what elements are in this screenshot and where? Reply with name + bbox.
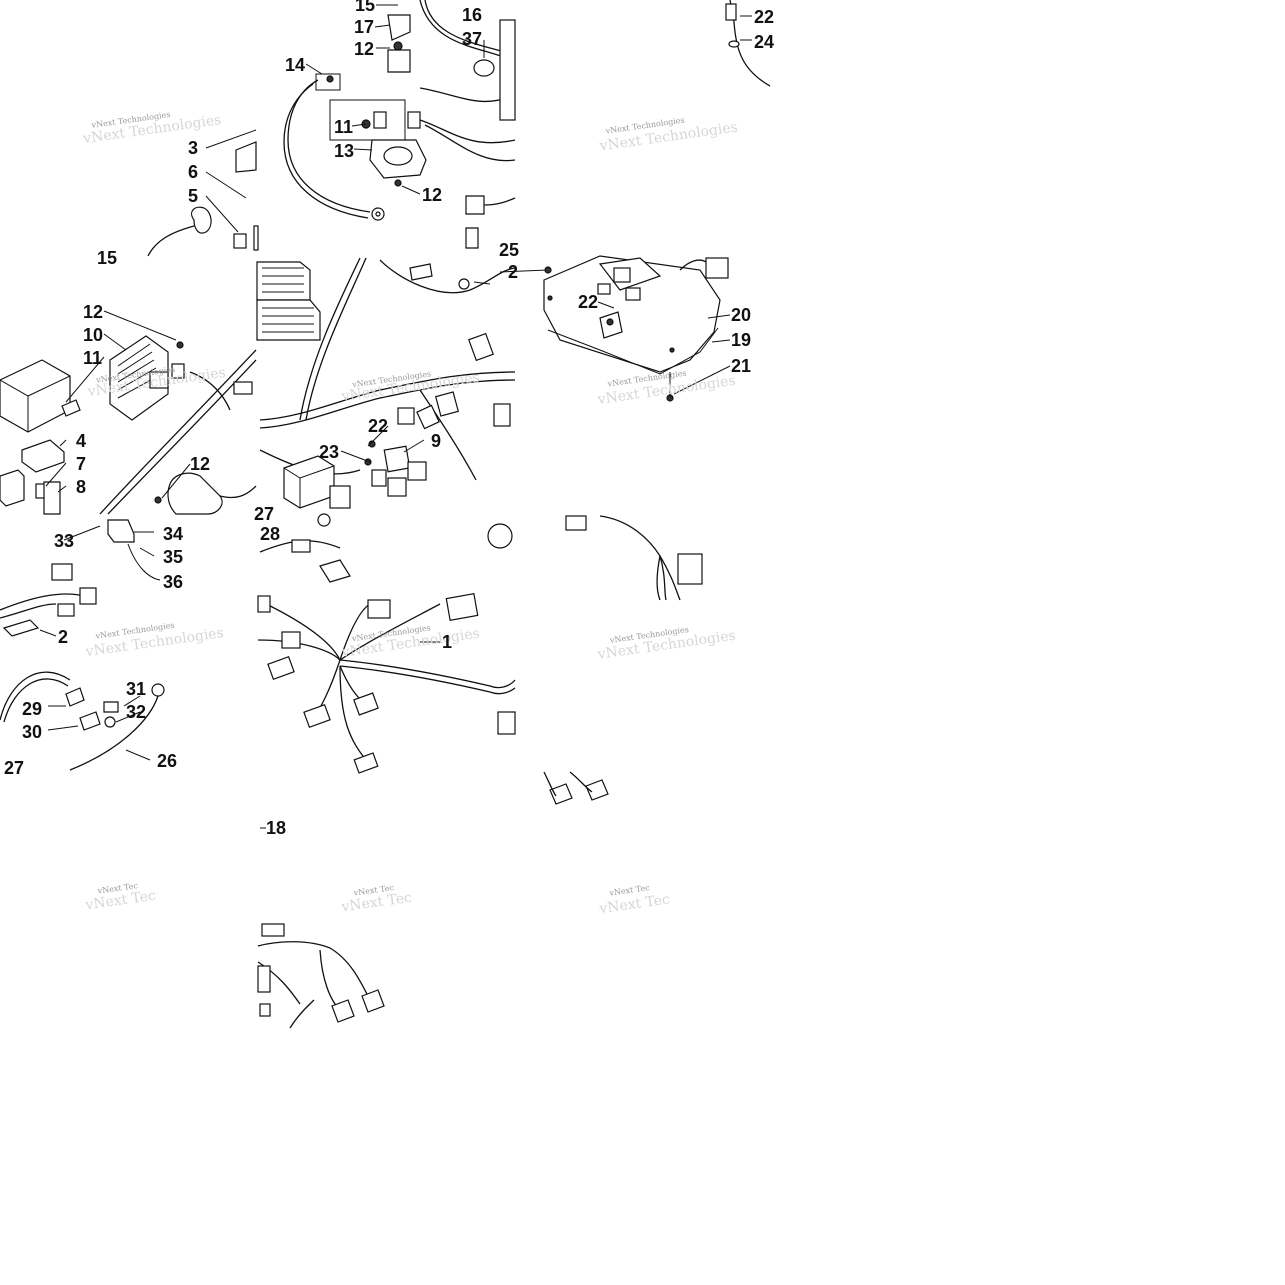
callout-label: 37 bbox=[462, 29, 482, 49]
callout-label: 28 bbox=[260, 524, 280, 544]
callout-label: 19 bbox=[731, 330, 751, 350]
callout-label: 35 bbox=[163, 547, 183, 567]
callout-label: 1 bbox=[442, 632, 452, 652]
callout-label: 18 bbox=[266, 818, 286, 838]
callout-label: 3 bbox=[188, 138, 198, 158]
callout-label: 7 bbox=[76, 454, 86, 474]
callout-label: 30 bbox=[22, 722, 42, 742]
tile-lower-right bbox=[543, 515, 703, 805]
callout-label: 22 bbox=[578, 292, 598, 312]
callout-label: 11 bbox=[334, 117, 353, 137]
callout-label: 2 bbox=[58, 627, 68, 647]
callout-label: 11 bbox=[83, 348, 102, 368]
callout-label: 27 bbox=[254, 504, 274, 524]
tile-harness-upper bbox=[256, 257, 552, 509]
callout-label: 12 bbox=[190, 454, 210, 474]
callout-label: 12 bbox=[83, 302, 103, 322]
callout-label: 14 bbox=[285, 55, 305, 75]
callout-label: 25 bbox=[499, 240, 519, 260]
callout-label: 26 bbox=[157, 751, 177, 771]
callout-label: 12 bbox=[354, 39, 374, 59]
callout-label: 22 bbox=[754, 7, 774, 27]
callout-label: 36 bbox=[163, 572, 183, 592]
callout-numbers: 15 16 17 12 37 14 11 13 12 22 24 3 6 5 1… bbox=[4, 0, 774, 838]
callout-label: 34 bbox=[163, 524, 183, 544]
callout-label: 4 bbox=[76, 431, 86, 451]
callout-label: 15 bbox=[97, 248, 117, 268]
callout-label: 33 bbox=[54, 531, 74, 551]
callout-label: 31 bbox=[126, 679, 146, 699]
callout-label: 16 bbox=[462, 5, 482, 25]
callout-label: 20 bbox=[731, 305, 751, 325]
callout-label: 8 bbox=[76, 477, 86, 497]
callout-label: 23 bbox=[319, 442, 339, 462]
callout-label: 15 bbox=[355, 0, 375, 15]
callout-label: 22 bbox=[368, 416, 388, 436]
callout-label: 12 bbox=[422, 185, 442, 205]
callout-label: 13 bbox=[334, 141, 354, 161]
callout-label: 17 bbox=[354, 17, 374, 37]
callout-label: 6 bbox=[188, 162, 198, 182]
tile-bracket-plate bbox=[543, 255, 731, 402]
tile-sensor-lead bbox=[725, 0, 771, 87]
callout-label: 29 bbox=[22, 699, 42, 719]
callout-label: 32 bbox=[126, 702, 146, 722]
tile-bottom-center bbox=[257, 827, 385, 1029]
callout-label: 27 bbox=[4, 758, 24, 778]
tile-harness-main bbox=[257, 513, 516, 774]
watermark-text: vNext Tec bbox=[598, 891, 671, 917]
tile-regulator bbox=[0, 310, 257, 515]
callout-label: 5 bbox=[188, 186, 198, 206]
tile-lower-left bbox=[0, 519, 165, 771]
callout-label: 24 bbox=[754, 32, 774, 52]
callout-label: 10 bbox=[83, 325, 103, 345]
callout-label: 9 bbox=[431, 431, 441, 451]
callout-label: 2 bbox=[508, 262, 518, 282]
tile-solenoid bbox=[283, 0, 516, 249]
tile-fuse-left bbox=[147, 129, 259, 257]
callout-label: 21 bbox=[731, 356, 751, 376]
